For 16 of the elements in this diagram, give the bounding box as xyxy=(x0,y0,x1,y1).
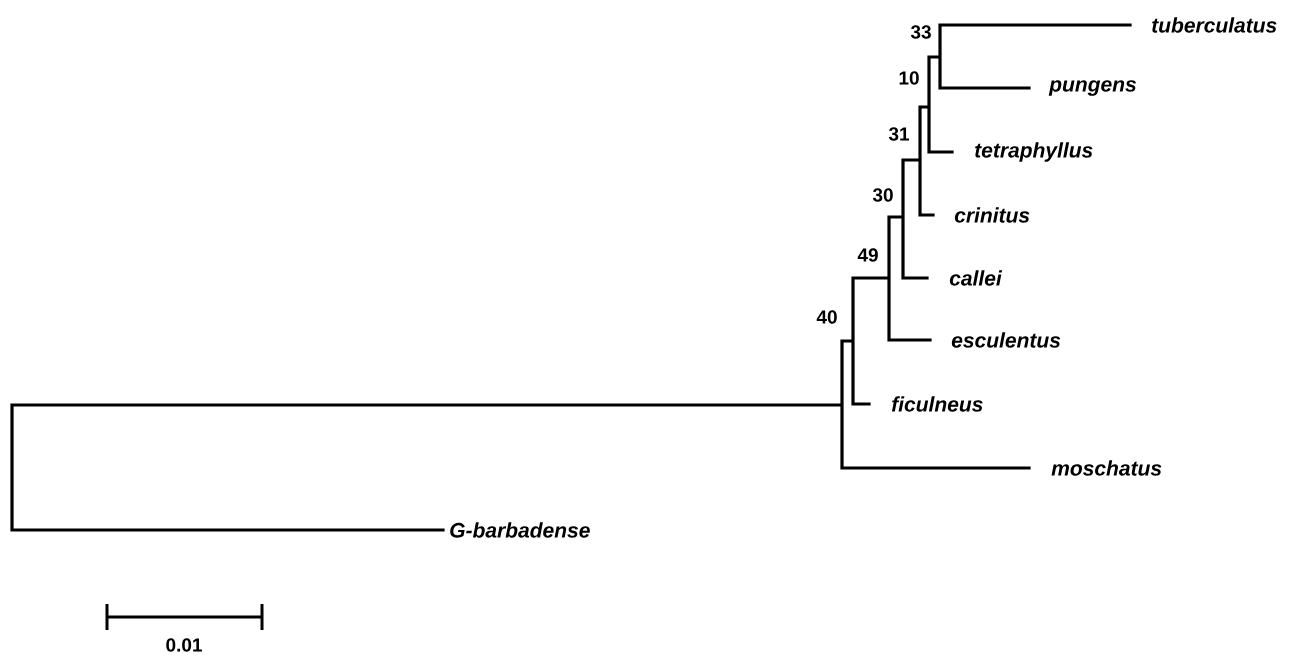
taxon-label: crinitus xyxy=(954,207,1030,223)
taxon-label: esculentus xyxy=(951,332,1061,348)
taxon-label: callei xyxy=(949,270,1003,286)
bootstrap-value: 30 xyxy=(872,188,893,202)
taxon-label: pungens xyxy=(1048,80,1136,96)
taxon-label: G-barbadense xyxy=(450,522,590,538)
bootstrap-value: 10 xyxy=(899,71,919,85)
bootstrap-value: 31 xyxy=(888,127,910,141)
scale-label: 0.01 xyxy=(166,638,202,652)
bootstrap-value: 33 xyxy=(910,25,931,39)
taxon-label: moschatus xyxy=(1051,460,1162,476)
taxon-label: tetraphyllus xyxy=(975,142,1093,162)
taxon-label: ficulneus xyxy=(891,396,983,412)
bootstrap-value: 49 xyxy=(857,248,878,262)
taxon-label: tuberculatus xyxy=(1152,17,1277,33)
bootstrap-value: 40 xyxy=(816,310,837,324)
